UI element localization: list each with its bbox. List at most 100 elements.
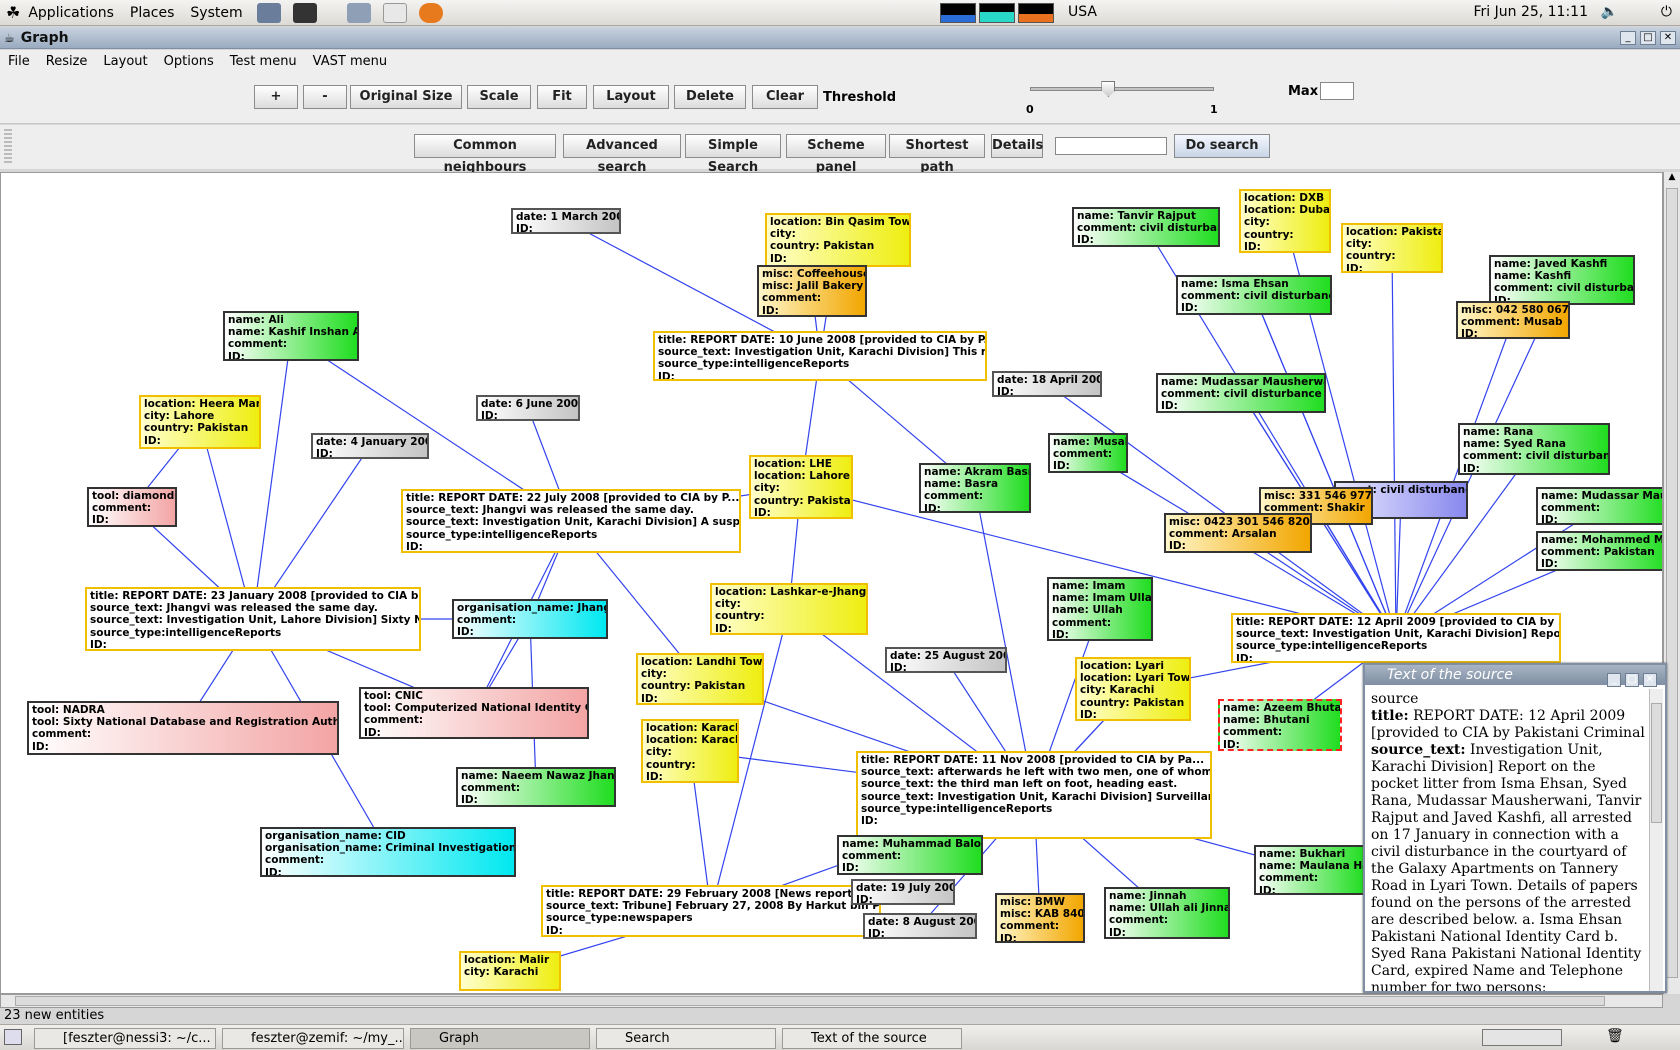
scroll-thumb[interactable] (1666, 188, 1678, 978)
horizontal-scrollbar[interactable] (0, 994, 1663, 1008)
hscroll-thumb[interactable] (15, 996, 1605, 1006)
source-text-window[interactable]: Text of the source _□✕ source title: REP… (1363, 663, 1667, 993)
shutdown-icon[interactable]: ⏻ (1660, 4, 1672, 20)
volume-icon[interactable]: 🔈 (1600, 4, 1618, 20)
advanced-search-button[interactable]: Advanced search (563, 134, 681, 175)
workspace-switcher[interactable] (1482, 1029, 1562, 1046)
monitor-launcher-icon[interactable] (256, 2, 281, 23)
task-graph[interactable]: Graph (410, 1028, 590, 1049)
keyboard-layout[interactable]: USA (1068, 4, 1097, 20)
source-window-titlebar[interactable]: Text of the source _□✕ (1365, 665, 1665, 687)
firefox-launcher-icon[interactable] (418, 2, 443, 23)
menu-test[interactable]: Test menu (229, 53, 297, 69)
task-source-text[interactable]: Text of the source (782, 1028, 962, 1049)
menu-resize[interactable]: Resize (45, 53, 88, 69)
shortest-path-button[interactable]: Shortest path (889, 134, 985, 175)
source-scroll-thumb[interactable] (1651, 703, 1662, 823)
places-menu[interactable]: Places (129, 4, 175, 21)
close-button[interactable]: ✕ (1660, 30, 1676, 45)
slider-thumb[interactable] (1101, 81, 1116, 97)
common-neighbours-button[interactable]: Common neighbours (414, 134, 556, 175)
graph-node-title[interactable]: title: REPORT DATE: 10 June 2008 [provid… (653, 331, 987, 381)
editor-launcher-icon[interactable] (382, 2, 407, 23)
minimize-button[interactable]: _ (1620, 30, 1636, 45)
graph-node-title[interactable]: title: REPORT DATE: 23 January 2008 [pro… (85, 587, 421, 651)
clear-button[interactable]: Clear (752, 85, 818, 109)
details-button[interactable]: Details (991, 134, 1043, 158)
window-titlebar[interactable]: ☕ Graph _ □ ✕ (0, 27, 1680, 49)
scheme-panel-button[interactable]: Scheme panel (786, 134, 886, 175)
clock[interactable]: Fri Jun 25, 11:11 (1473, 4, 1588, 20)
threshold-slider[interactable] (1030, 81, 1214, 97)
max-input[interactable] (1320, 82, 1354, 100)
menu-vast[interactable]: VAST menu (312, 53, 388, 69)
source-close-button[interactable]: ✕ (1643, 673, 1657, 687)
original-size-button[interactable]: Original Size (350, 85, 462, 109)
scale-button[interactable]: Scale (467, 85, 531, 109)
graph-node-name[interactable]: name: Mohammed Mengalcomment: PakistanID… (1536, 531, 1662, 571)
show-desktop-icon[interactable] (4, 1029, 22, 1045)
simple-search-button[interactable]: Simple Search (685, 134, 781, 175)
vertical-scrollbar[interactable]: ▲ (1663, 172, 1680, 994)
system-menu[interactable]: System (190, 4, 243, 21)
maximize-button[interactable]: □ (1640, 30, 1656, 45)
menu-options[interactable]: Options (163, 53, 214, 69)
network-launcher-icon[interactable] (346, 2, 371, 23)
zoom-out-button[interactable]: - (303, 85, 347, 109)
toolbar-grip[interactable] (4, 127, 12, 163)
trash-icon[interactable]: 🗑 (1606, 1028, 1624, 1044)
graph-node-loc[interactable]: location: Heera Mandicity: Lahorecountry… (139, 395, 261, 449)
graph-node-title[interactable]: title: REPORT DATE: 12 April 2009 [provi… (1231, 613, 1561, 663)
source-scrollbar[interactable] (1649, 689, 1663, 991)
fit-button[interactable]: Fit (537, 85, 587, 109)
graph-node-title[interactable]: title: REPORT DATE: 29 February 2008 [Ne… (541, 885, 881, 937)
gnome-foot-icon[interactable]: ☘ (6, 3, 21, 22)
zoom-in-button[interactable]: + (254, 85, 298, 109)
graph-node-title[interactable]: title: REPORT DATE: 22 July 2008 [provid… (401, 489, 741, 553)
source-maximize-button[interactable]: □ (1625, 673, 1639, 687)
graph-node-loc[interactable]: location: Pakistanicity:country:ID: (1341, 223, 1443, 273)
graph-node-title[interactable]: title: REPORT DATE: 11 Nov 2008 [provide… (856, 751, 1212, 839)
source-minimize-button[interactable]: _ (1607, 673, 1621, 687)
task-terminal-1[interactable]: [feszter@nessi3: ~/c... (34, 1028, 216, 1049)
applications-menu[interactable]: Applications (28, 4, 114, 21)
search-input[interactable] (1055, 137, 1167, 155)
task-terminal-2[interactable]: feszter@zemif: ~/my_... (222, 1028, 404, 1049)
task-search[interactable]: Search (596, 1028, 776, 1049)
layout-button[interactable]: Layout (593, 85, 669, 109)
terminal-launcher-icon[interactable] (292, 2, 317, 23)
